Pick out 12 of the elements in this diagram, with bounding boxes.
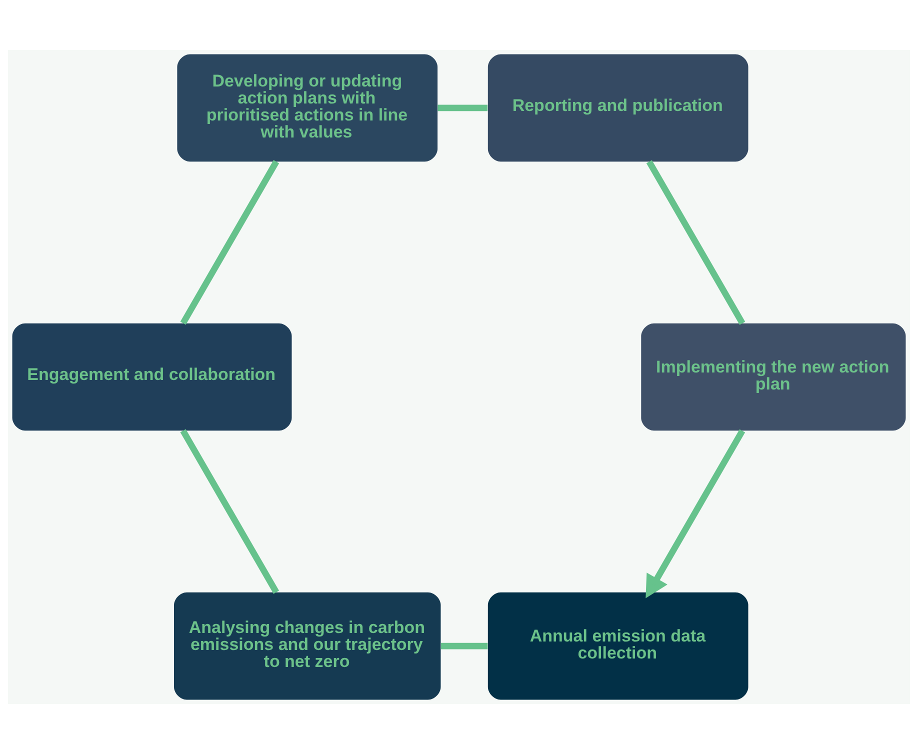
node-box: Developing or updating action plans with prioritised actions in line with values	[177, 54, 438, 162]
node-box: Analysing changes in carbon emissions and our trajectory to net zero	[174, 592, 441, 700]
arrow	[646, 428, 746, 598]
connector	[646, 160, 746, 324]
node-box: Implementing the new action plan	[641, 322, 906, 430]
connector	[438, 104, 488, 111]
connector	[180, 160, 280, 324]
node-box: Engagement and collaboration	[12, 322, 292, 430]
node-box: Reporting and publication	[488, 54, 748, 162]
connector	[180, 428, 280, 594]
connector	[440, 642, 488, 649]
node-box: Annual emission data collection	[488, 592, 748, 700]
